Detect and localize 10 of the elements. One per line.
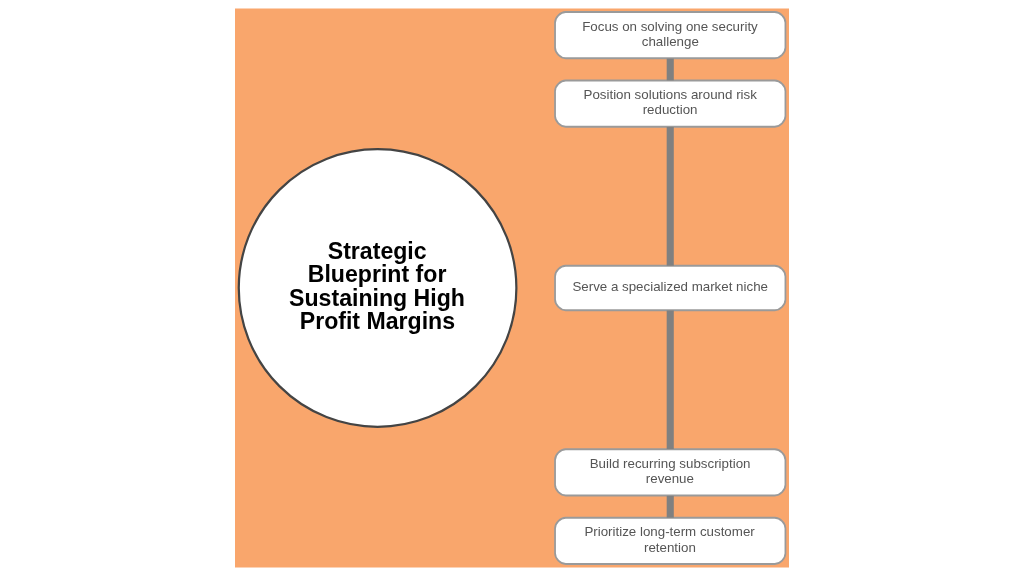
connector	[666, 310, 674, 449]
node-box: Position solutions around risk reduction	[554, 79, 787, 128]
node-box: Focus on solving one security challenge	[554, 11, 787, 60]
node-box: Prioritize long-term customer retention	[554, 516, 787, 565]
connector	[666, 58, 674, 81]
connector	[666, 495, 674, 518]
node-box: Build recurring subscription revenue	[554, 448, 787, 497]
node-box: Serve a specialized market niche	[554, 264, 787, 312]
connector	[666, 126, 674, 266]
node-circle: Strategic Blueprint for Sustaining High Profit Margins	[237, 148, 518, 428]
